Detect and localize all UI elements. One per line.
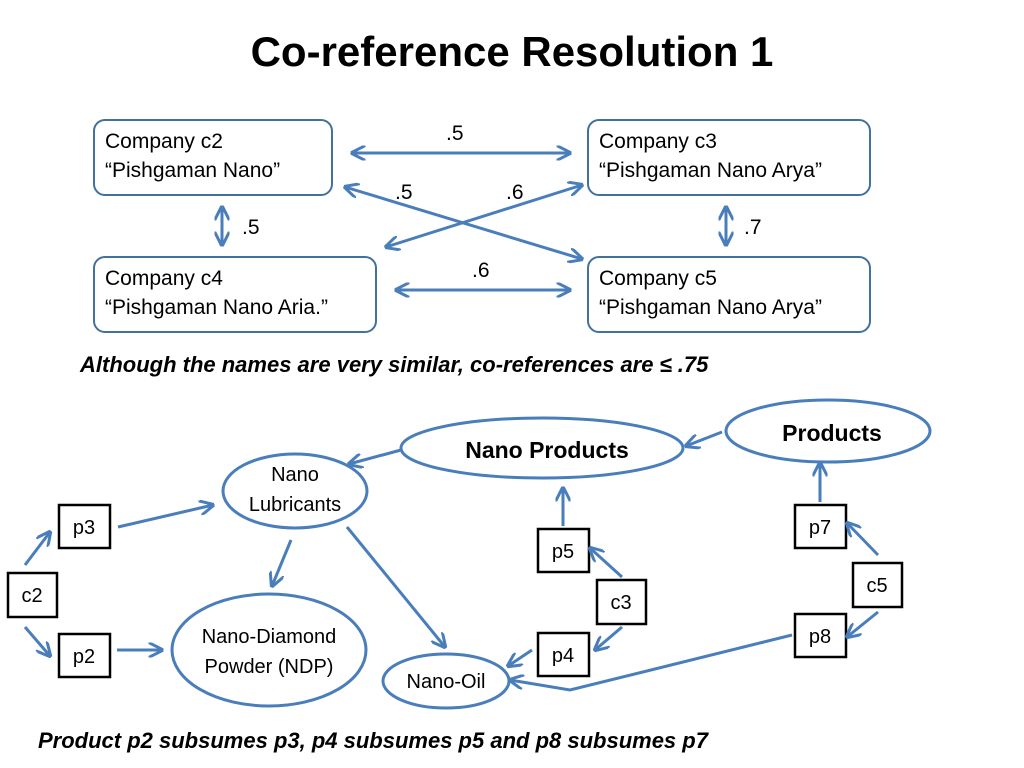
score-c4-c3: .6: [506, 181, 524, 204]
subsumption-note: Product p2 subsumes p3, p4 subsumes p5 a…: [38, 728, 708, 753]
company-c2-box: Company c2 “Pishgaman Nano”: [93, 119, 333, 196]
p4-node: [536, 631, 591, 678]
company-c5-label: Company c5: [599, 267, 717, 290]
p3-node: [57, 503, 112, 550]
score-c2-c3: .5: [446, 122, 464, 145]
p8-to-nano-oil-arrow: [510, 633, 793, 692]
company-c4-box: Company c4 “Pishgaman Nano Aria.”: [93, 256, 377, 333]
nano-lubricants-label-line1: Nano: [271, 464, 319, 486]
nano-products-to-lubricants-arrow: [349, 448, 402, 464]
products-label: Products: [782, 420, 882, 446]
company-c3-box: Company c3 “Pishgaman Nano Arya”: [587, 119, 871, 196]
company-c4-name: “Pishgaman Nano Aria.”: [105, 296, 328, 319]
slide-title: Co-reference Resolution 1: [250, 28, 774, 75]
p3-node-label: p3: [73, 517, 95, 539]
p2-node: [57, 632, 112, 679]
company-c5-name: “Pishgaman Nano Arya”: [599, 296, 822, 319]
score-c3-c5: .7: [744, 216, 762, 239]
c3-to-p4-arrow: [595, 625, 623, 650]
c5-to-p8-arrow: [847, 610, 879, 637]
products-node: [724, 398, 932, 464]
c4-c3-arrow: [386, 185, 582, 247]
c3-to-p5-arrow: [590, 548, 624, 579]
company-c3-name: “Pishgaman Nano Arya”: [599, 159, 822, 182]
nano-lubricants-label-line2: Lubricants: [249, 494, 341, 516]
c5-box-label: c5: [866, 575, 887, 597]
c3-box-label: c3: [610, 592, 631, 614]
ndp-label-line1: Nano-Diamond: [202, 626, 337, 648]
c2-node: [6, 571, 59, 619]
ndp-label-line2: Powder (NDP): [205, 656, 334, 678]
score-c4-c5: .6: [472, 259, 490, 282]
company-c5-box: Company c5 “Pishgaman Nano Arya”: [587, 256, 871, 333]
c2-node-label: c2: [21, 585, 42, 607]
score-c2-c5: .5: [395, 181, 413, 204]
p4-to-nano-oil-arrow: [508, 648, 533, 666]
similarity-note: Although the names are very similar, co-…: [80, 352, 709, 377]
company-c2-label: Company c2: [105, 130, 223, 153]
company-c3-label: Company c3: [599, 130, 717, 153]
nano-products-label: Nano Products: [465, 437, 629, 463]
lubricants-to-nano-oil-arrow: [345, 526, 445, 647]
score-c2-c4: .5: [242, 216, 260, 239]
p3-to-lubricants-arrow: [117, 505, 213, 529]
company-c2-name: “Pishgaman Nano”: [105, 159, 281, 182]
c3-box-node: [595, 578, 648, 626]
p5-node-label: p5: [552, 541, 574, 563]
c5-to-p7-arrow: [847, 523, 880, 557]
p4-node-label: p4: [552, 645, 574, 667]
p8-node-label: p8: [809, 626, 831, 648]
c2-to-p3-arrow: [23, 532, 50, 566]
lubricants-to-ndp-arrow: [272, 539, 293, 586]
c5-box-node: [851, 561, 904, 609]
p2-node-label: p2: [73, 646, 95, 668]
products-to-nano-products-arrow: [686, 430, 723, 446]
nano-oil-label: Nano-Oil: [407, 671, 486, 693]
p7-node-label: p7: [809, 517, 831, 539]
company-c4-label: Company c4: [105, 267, 223, 290]
c2-to-p2-arrow: [23, 626, 50, 656]
nano-lubricants-node: [221, 452, 369, 530]
ndp-node: [170, 592, 368, 708]
p7-node: [793, 503, 848, 550]
